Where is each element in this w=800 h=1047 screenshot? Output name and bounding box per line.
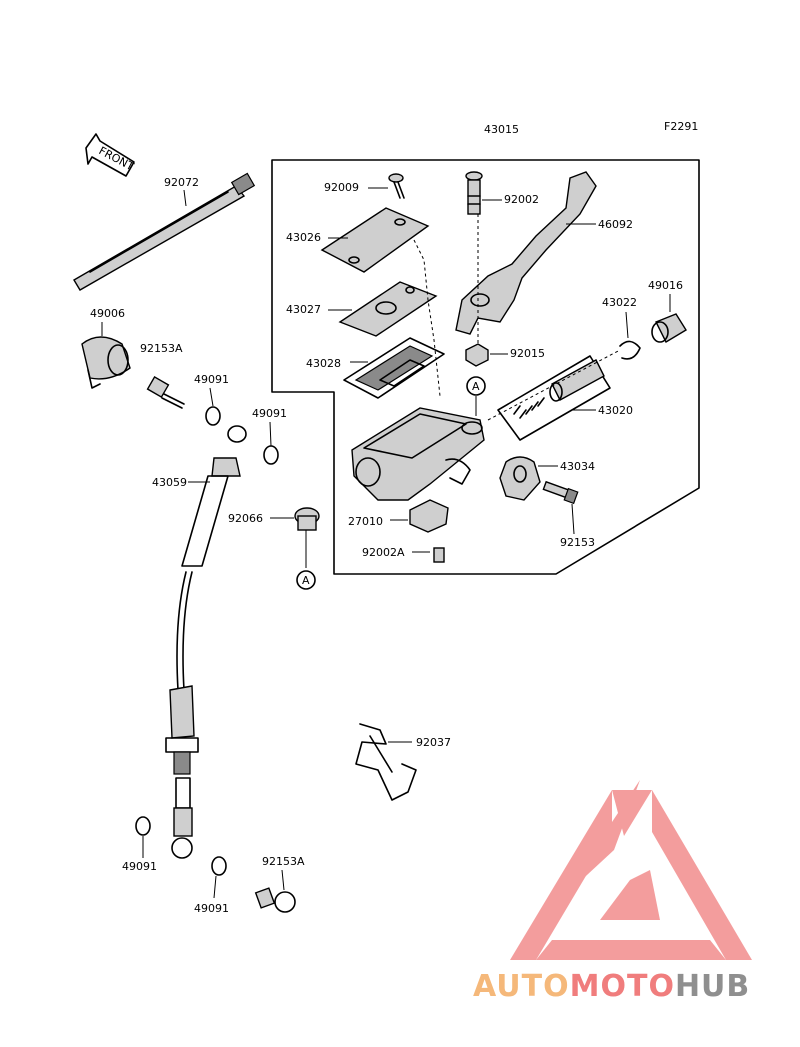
- label-43034: 43034: [560, 460, 595, 473]
- clamp-92037: [355, 723, 417, 801]
- washer-49091-a: [205, 406, 221, 426]
- assembly-outline: [271, 159, 700, 575]
- wm-auto: AUTO: [473, 969, 570, 1004]
- bolt-92153: [542, 480, 579, 505]
- banjo-bolt-92153A-top: [146, 375, 185, 409]
- holder-43034: [499, 456, 541, 501]
- label-49091-d: 49091: [194, 902, 229, 915]
- washer-49091-b: [263, 445, 279, 465]
- banjo-bolt-92153A-bottom: [254, 887, 296, 913]
- nut-92015: [465, 343, 489, 367]
- lever-46092: [455, 171, 597, 335]
- wm-moto: MOTO: [570, 969, 675, 1004]
- boot-49016: [651, 313, 687, 343]
- label-92153A-top: 92153A: [140, 342, 183, 355]
- svg-text:AUTOMOTOHUB: AUTOMOTOHUB: [473, 969, 750, 1004]
- screw-92002A: [433, 547, 445, 563]
- callout-a-left: A: [302, 574, 310, 587]
- label-43022: 43022: [602, 296, 637, 309]
- diaphragm-43028: [343, 337, 445, 399]
- label-43027: 43027: [286, 303, 321, 316]
- label-27010: 27010: [348, 515, 383, 528]
- label-49091-a: 49091: [194, 373, 229, 386]
- wm-hub: HUB: [675, 969, 750, 1004]
- label-43026: 43026: [286, 231, 321, 244]
- assembly-number: 43015: [484, 123, 519, 136]
- pivot-bolt-92002: [465, 171, 483, 215]
- label-92072: 92072: [164, 176, 199, 189]
- screw-92009: [388, 173, 405, 199]
- label-43020: 43020: [598, 404, 633, 417]
- label-46092: 46092: [598, 218, 633, 231]
- label-92153A-bottom: 92153A: [262, 855, 305, 868]
- label-49091-c: 49091: [122, 860, 157, 873]
- label-43059: 43059: [152, 476, 187, 489]
- label-49091-b: 49091: [252, 407, 287, 420]
- callout-a-right-label: A: [472, 380, 480, 393]
- label-92002: 92002: [504, 193, 539, 206]
- switch-27010: [409, 499, 449, 533]
- cover-43026: [320, 207, 430, 273]
- label-92015: 92015: [510, 347, 545, 360]
- label-92002A: 92002A: [362, 546, 405, 559]
- callout-a-right: [466, 376, 486, 396]
- piston-kit-43020: [497, 355, 611, 441]
- washer-49091-c: [135, 816, 151, 836]
- label-92037: 92037: [416, 736, 451, 749]
- label-92066: 92066: [228, 512, 263, 525]
- brake-hose-43059: [165, 425, 247, 859]
- label-92153: 92153: [560, 536, 595, 549]
- label-92009: 92009: [324, 181, 359, 194]
- cap-92066: A: [294, 507, 320, 590]
- cable-tie-92072: [73, 172, 256, 291]
- ref-code: F2291: [664, 120, 698, 133]
- circlip-43022: [619, 340, 641, 360]
- automotohub-logo: [510, 780, 752, 960]
- boot-49006: [81, 336, 131, 389]
- front-arrow-label: FRONT: [97, 144, 137, 173]
- front-arrow-icon: FRONT: [85, 133, 137, 177]
- plate-43027: [338, 281, 438, 337]
- washer-49091-d: [211, 856, 227, 876]
- label-49016: 49016: [648, 279, 683, 292]
- label-43028: 43028: [306, 357, 341, 370]
- label-49006: 49006: [90, 307, 125, 320]
- master-cylinder-body: [351, 407, 485, 501]
